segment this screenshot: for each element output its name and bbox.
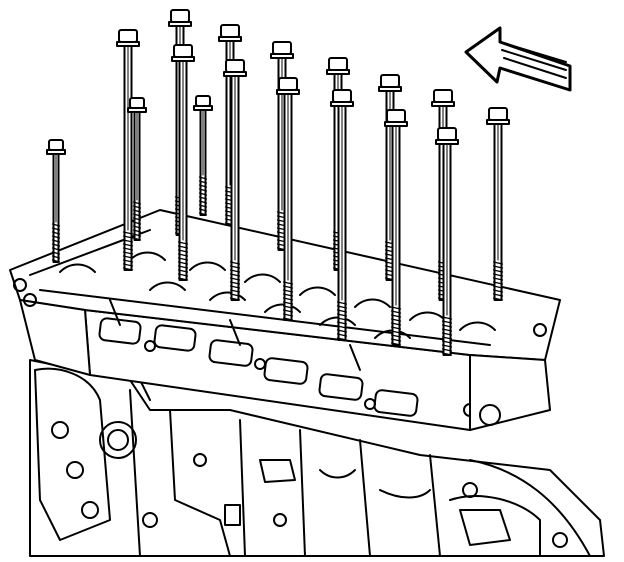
- head-bolt: [435, 127, 459, 356]
- head-bolt: [171, 44, 195, 281]
- direction-arrow-icon: [464, 26, 572, 92]
- head-bolt: [276, 77, 300, 321]
- head-bolt: [127, 97, 147, 241]
- head-bolt: [486, 107, 510, 301]
- head-bolt: [384, 109, 408, 346]
- head-bolt: [330, 89, 354, 341]
- head-bolt: [223, 59, 247, 301]
- head-bolt: [46, 139, 66, 263]
- engine-block: [29, 359, 605, 557]
- head-bolt: [193, 95, 213, 216]
- head-bolts: [46, 9, 510, 356]
- head-bolt: [116, 29, 140, 271]
